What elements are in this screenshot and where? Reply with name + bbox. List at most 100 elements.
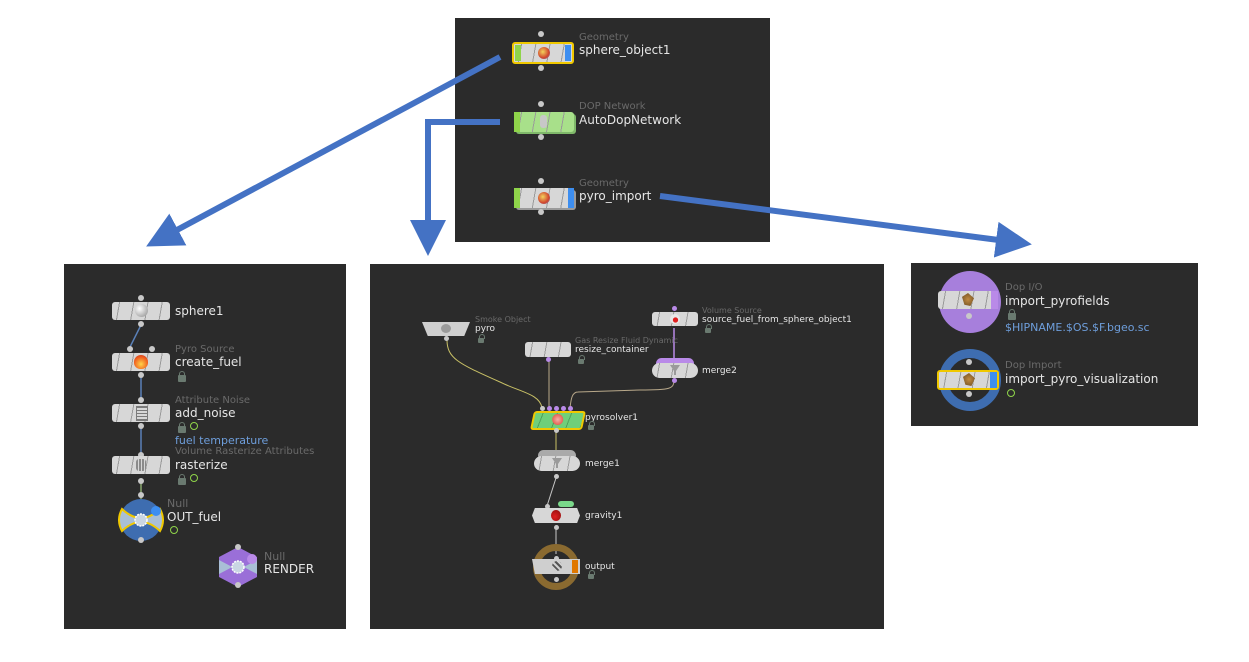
node-add-noise[interactable] — [112, 404, 170, 422]
render-flag[interactable] — [991, 291, 998, 309]
output-connector[interactable] — [538, 134, 544, 140]
node-pyrosolver1[interactable] — [529, 411, 587, 430]
input-connector[interactable] — [672, 306, 677, 311]
input-connector[interactable] — [561, 406, 566, 411]
node-rasterize[interactable] — [112, 456, 170, 474]
output-connector[interactable] — [444, 336, 449, 341]
node-name-label: merge2 — [702, 366, 737, 376]
lock-icon[interactable] — [178, 474, 186, 485]
input-connector[interactable] — [538, 31, 544, 37]
node-sphere1[interactable] — [112, 302, 170, 320]
node-import-pyrofields[interactable] — [938, 291, 998, 309]
node-source-fuel[interactable] — [652, 312, 698, 326]
display-flag[interactable] — [515, 45, 521, 61]
dop-import-icon — [963, 373, 975, 386]
input-connector[interactable] — [538, 178, 544, 184]
node-sphere-object1[interactable] — [512, 42, 574, 64]
node-type-label: Gas Resize Fluid Dynamic — [575, 336, 679, 345]
bypass-flag-icon[interactable] — [190, 422, 198, 430]
output-connector[interactable] — [138, 423, 144, 429]
output-flag[interactable] — [572, 560, 578, 573]
node-type-label: Geometry — [579, 32, 629, 43]
lock-icon[interactable] — [178, 371, 186, 382]
output-connector[interactable] — [538, 209, 544, 215]
output-connector[interactable] — [138, 537, 144, 543]
wire — [446, 339, 543, 409]
input-connector[interactable] — [966, 359, 972, 365]
output-connector[interactable] — [138, 321, 144, 327]
input-connector[interactable] — [127, 346, 133, 352]
node-gravity1[interactable] — [532, 508, 580, 523]
output-connector[interactable] — [554, 577, 559, 582]
input-connector[interactable] — [138, 452, 144, 458]
node-name-label: RENDER — [264, 562, 315, 576]
lock-icon[interactable] — [588, 570, 595, 579]
output-connector[interactable] — [966, 313, 972, 319]
input-connector[interactable] — [235, 544, 241, 550]
output-connector[interactable] — [235, 582, 241, 588]
node-autodopnetwork[interactable] — [514, 112, 574, 132]
pyro-solver-icon — [552, 414, 564, 425]
input-connector[interactable] — [554, 556, 559, 561]
display-flag[interactable] — [514, 188, 520, 208]
input-connector[interactable] — [138, 295, 144, 301]
node-pyro[interactable] — [422, 322, 470, 336]
input-connector[interactable] — [538, 101, 544, 107]
output-connector[interactable] — [966, 391, 972, 397]
node-name-label: add_noise — [175, 406, 236, 420]
input-connector[interactable] — [547, 406, 552, 411]
node-type-label: Dop Import — [1005, 360, 1062, 371]
display-flag-icon[interactable] — [1007, 389, 1015, 397]
sop-wires — [129, 324, 142, 502]
node-output[interactable] — [532, 559, 580, 574]
node-name-label: OUT_fuel — [167, 510, 222, 524]
output-connector[interactable] — [672, 378, 677, 383]
display-flag-icon[interactable] — [170, 526, 178, 534]
render-flag[interactable] — [990, 372, 997, 388]
output-connector[interactable] — [538, 65, 544, 71]
node-pyro-import[interactable] — [514, 188, 574, 208]
input-connector[interactable] — [545, 504, 550, 509]
lock-icon[interactable] — [478, 334, 485, 343]
node-merge1[interactable] — [534, 456, 580, 471]
node-comment: fuel temperature — [175, 434, 269, 447]
render-flag[interactable] — [565, 45, 571, 61]
sop-network-panel: sphere1 Pyro Source create_fuel Attribut… — [64, 264, 346, 629]
node-resize-container[interactable] — [525, 342, 571, 357]
output-connector[interactable] — [554, 428, 559, 433]
node-type-label: Attribute Noise — [175, 395, 251, 406]
node-out-fuel[interactable] — [118, 497, 164, 543]
output-connector[interactable] — [554, 525, 559, 530]
bypass-flag-icon[interactable] — [190, 474, 198, 482]
node-import-pyro-visualization[interactable] — [937, 370, 999, 390]
lock-icon[interactable] — [588, 421, 595, 430]
input-connector[interactable] — [540, 406, 545, 411]
input-connector[interactable] — [568, 406, 573, 411]
gravity-flag[interactable] — [558, 501, 574, 507]
lock-icon[interactable] — [178, 422, 186, 433]
output-connector[interactable] — [546, 357, 551, 362]
merge-input-bar[interactable] — [656, 358, 694, 365]
lock-icon[interactable] — [578, 355, 585, 364]
output-connector[interactable] — [554, 474, 559, 479]
lock-icon[interactable] — [1008, 309, 1016, 320]
node-type-label: Null — [264, 550, 286, 563]
node-name-label: gravity1 — [585, 511, 623, 521]
node-merge2[interactable] — [652, 363, 698, 378]
input-connector[interactable] — [554, 406, 559, 411]
display-flag[interactable] — [514, 112, 520, 132]
node-name-label: sphere1 — [175, 304, 224, 318]
sphere-icon — [135, 304, 148, 317]
output-connector[interactable] — [138, 372, 144, 378]
node-name-label: AutoDopNetwork — [579, 113, 682, 127]
render-flag[interactable] — [568, 188, 574, 208]
node-render[interactable] — [217, 546, 259, 588]
input-connector[interactable] — [149, 346, 155, 352]
node-create-fuel[interactable] — [112, 353, 170, 371]
merge-input-bar[interactable] — [538, 450, 576, 457]
input-connector[interactable] — [138, 397, 144, 403]
input-connector[interactable] — [138, 492, 144, 498]
lock-icon[interactable] — [705, 324, 712, 333]
node-type-label: Null — [167, 497, 189, 510]
output-connector[interactable] — [138, 478, 144, 484]
